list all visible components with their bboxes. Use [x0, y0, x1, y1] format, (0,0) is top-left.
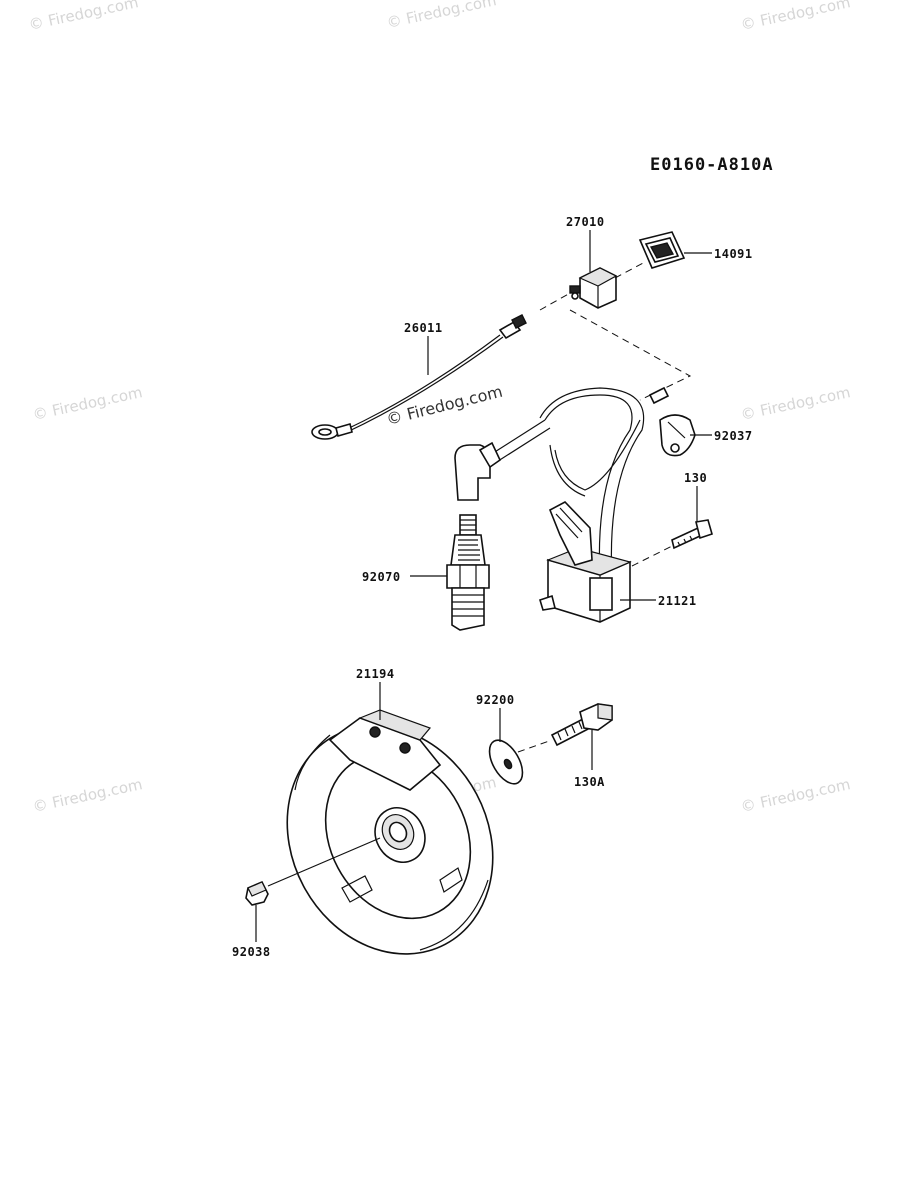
watermark: © Firedog.com — [27, 0, 140, 34]
part-92037-clip[interactable] — [659, 414, 696, 457]
watermark: © Firedog.com — [385, 0, 498, 32]
label-130[interactable]: 130 — [684, 471, 707, 485]
label-21121[interactable]: 21121 — [658, 594, 697, 608]
dash-92038 — [267, 837, 381, 887]
dash-130 — [631, 545, 673, 567]
label-92200[interactable]: 92200 — [476, 693, 515, 707]
part-21121-ignition-coil[interactable] — [489, 386, 670, 623]
part-14091-cover-plate[interactable] — [638, 231, 686, 269]
label-130a[interactable]: 130A — [574, 775, 605, 789]
watermark: © Firedog.com — [31, 775, 144, 816]
part-21194-flywheel[interactable] — [248, 690, 532, 990]
center-watermark: © Firedog.com — [384, 382, 504, 429]
part-92070-spark-plug[interactable] — [446, 441, 502, 631]
watermark: © Firedog.com — [739, 775, 852, 816]
watermark: © Firedog.com — [31, 383, 144, 424]
label-27010[interactable]: 27010 — [566, 215, 605, 229]
dash-switch-to-wire — [539, 291, 573, 311]
part-130-bolt[interactable] — [671, 519, 713, 550]
diagram-code: E0160-A810A — [650, 155, 774, 175]
part-92200-washer[interactable] — [483, 735, 530, 790]
dash-14091 — [614, 261, 646, 279]
watermark: © Firedog.com — [739, 0, 852, 34]
part-27010-switch[interactable] — [569, 267, 618, 309]
dash-switch-to-coil — [569, 309, 692, 401]
part-92038-key[interactable] — [245, 880, 269, 906]
label-21194[interactable]: 21194 — [356, 667, 395, 681]
label-92070[interactable]: 92070 — [362, 570, 401, 584]
part-26011-ground-wire[interactable] — [311, 314, 527, 440]
watermark: © Firedog.com — [739, 383, 852, 424]
label-14091[interactable]: 14091 — [714, 247, 753, 261]
dash-130a — [517, 739, 553, 753]
part-130a-bolt[interactable] — [550, 703, 613, 747]
label-26011[interactable]: 26011 — [404, 321, 443, 335]
label-92038[interactable]: 92038 — [232, 945, 271, 959]
label-92037[interactable]: 92037 — [714, 429, 753, 443]
